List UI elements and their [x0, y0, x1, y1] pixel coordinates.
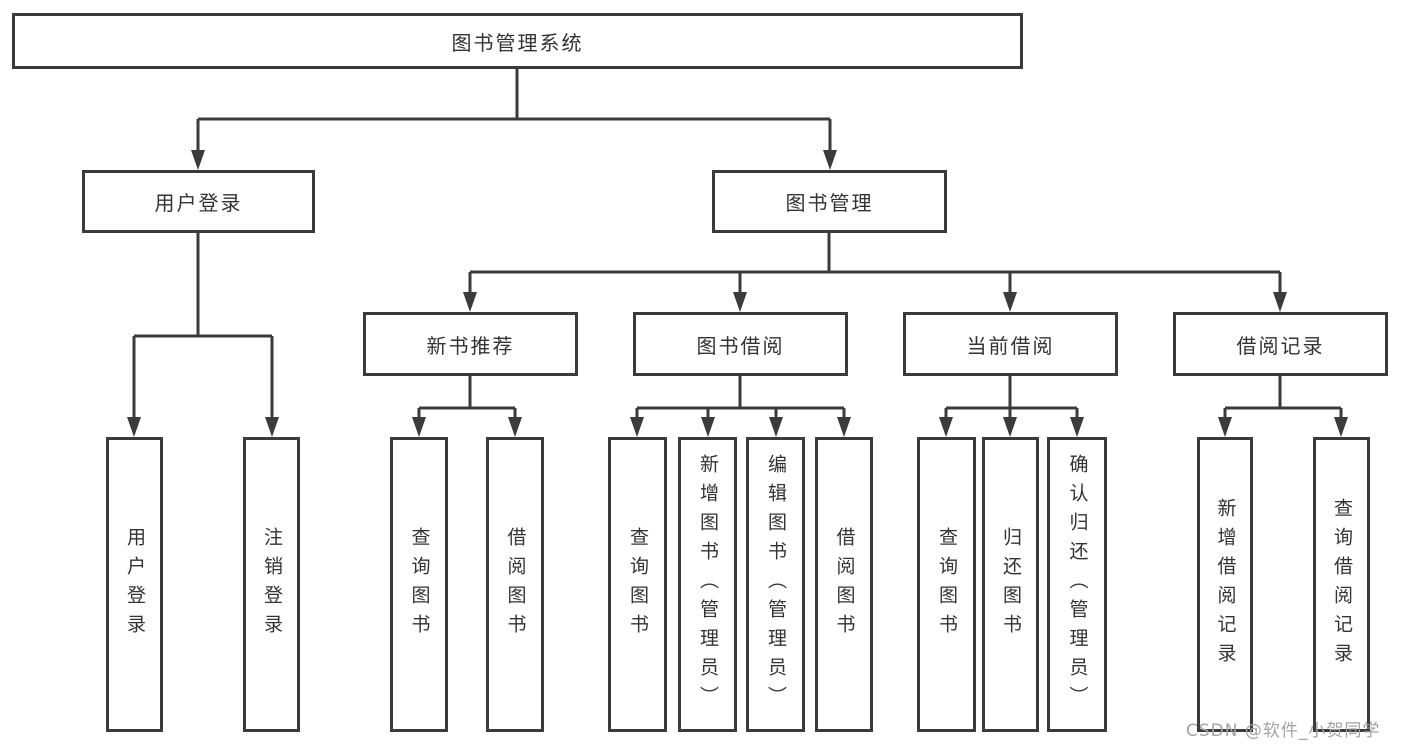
- node-label: 当前借阅: [966, 333, 1055, 358]
- node-label: 确认归还（管理员）: [1066, 454, 1089, 715]
- node-query-borrow-record: 查询借阅记录: [1313, 437, 1370, 732]
- node-book-borrow: 图书借阅: [633, 312, 848, 376]
- node-label: 编辑图书（管理员）: [765, 454, 787, 715]
- node-label: 查询图书: [936, 526, 958, 643]
- node-add-books-admin: 新增图书（管理员）: [678, 437, 737, 732]
- node-label: 注销登录: [261, 526, 283, 643]
- node-book-management: 图书管理: [712, 170, 947, 233]
- node-label: 借阅图书: [504, 526, 527, 643]
- node-query-books-recommend: 查询图书: [390, 437, 448, 732]
- node-logout: 注销登录: [243, 437, 300, 732]
- csdn-watermark: CSDN @软件_小贺同学: [1186, 721, 1381, 741]
- node-user-login-module: 用户登录: [82, 170, 315, 233]
- node-borrow-books-recommend: 借阅图书: [486, 437, 544, 732]
- node-label: 新书推荐: [426, 333, 515, 358]
- node-label: 查询图书: [408, 526, 431, 643]
- node-query-books-current: 查询图书: [917, 437, 976, 732]
- node-label: 归还图书: [1000, 526, 1022, 643]
- node-user-login: 用户登录: [106, 437, 163, 732]
- node-label: 图书管理系统: [451, 30, 584, 55]
- node-label: 新增图书（管理员）: [697, 454, 719, 715]
- node-confirm-return-admin: 确认归还（管理员）: [1047, 437, 1107, 732]
- arrowheads: [127, 150, 1348, 437]
- node-label: 借阅记录: [1236, 333, 1325, 358]
- node-label: 查询图书: [627, 526, 649, 643]
- node-label: 借阅图书: [833, 526, 856, 643]
- node-current-borrow: 当前借阅: [903, 312, 1118, 376]
- node-label: 新增借阅记录: [1214, 497, 1237, 672]
- node-label: 用户登录: [124, 526, 146, 643]
- node-label: 用户登录: [154, 191, 243, 215]
- node-query-books: 查询图书: [608, 437, 667, 732]
- node-root-library-system: 图书管理系统: [12, 13, 1023, 69]
- node-borrow-record: 借阅记录: [1173, 312, 1388, 376]
- node-return-books: 归还图书: [982, 437, 1039, 732]
- node-label: 图书借阅: [696, 333, 785, 358]
- node-label: 图书管理: [785, 191, 874, 215]
- node-new-book-recommend: 新书推荐: [363, 312, 578, 376]
- node-borrow-books: 借阅图书: [815, 437, 873, 732]
- node-label: 查询借阅记录: [1331, 497, 1353, 672]
- node-edit-books-admin: 编辑图书（管理员）: [746, 437, 805, 732]
- node-add-borrow-record: 新增借阅记录: [1197, 437, 1253, 732]
